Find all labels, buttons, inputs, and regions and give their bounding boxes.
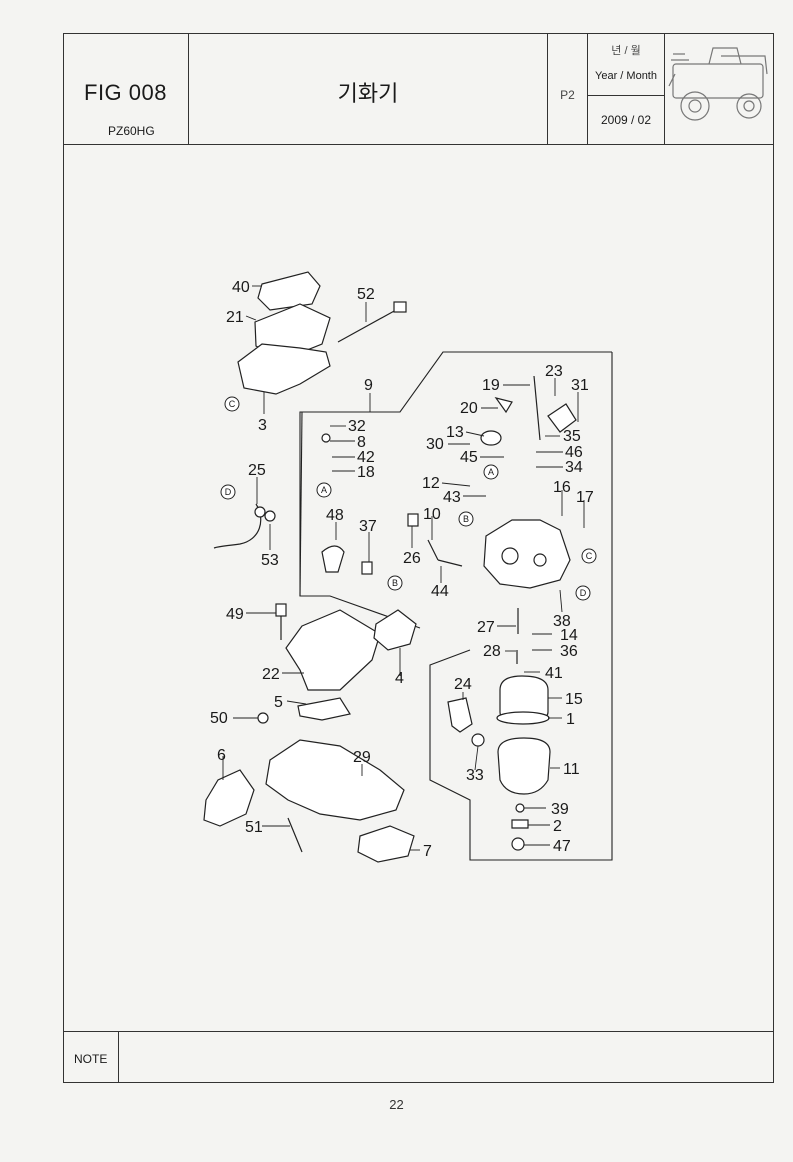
- page-number: 22: [389, 1097, 404, 1112]
- callout-b-right: B: [463, 514, 469, 524]
- callout-a-left: A: [321, 485, 327, 495]
- part-label: 41: [545, 665, 563, 682]
- part-label: 10: [423, 506, 441, 523]
- part-label: 5: [274, 694, 283, 711]
- part-label: 44: [431, 583, 449, 600]
- part-label: 49: [226, 606, 244, 623]
- part-label: 14: [560, 627, 578, 644]
- part-label: 19: [482, 377, 500, 394]
- part-label: 1: [566, 711, 575, 728]
- part-label: 27: [477, 619, 495, 636]
- part-label: 11: [563, 761, 580, 778]
- part-label: 12: [422, 475, 440, 492]
- part-label: 32: [348, 418, 366, 435]
- part-label: 22: [262, 666, 280, 683]
- part-label: 21: [226, 309, 244, 326]
- part-label: 39: [551, 801, 569, 818]
- part-label: 25: [248, 462, 266, 479]
- date-label-kr: 년 / 월: [611, 45, 641, 57]
- part-label: 7: [423, 843, 432, 860]
- part-label: 48: [326, 507, 344, 524]
- part-label: 15: [565, 691, 583, 708]
- part-label: 36: [560, 643, 578, 660]
- part-label: 34: [565, 459, 583, 476]
- part-labels: 40 21 52 3 9 23 19 31 20 35 13 30 46 45 …: [210, 279, 594, 860]
- part-label: 31: [571, 377, 589, 394]
- callout-letters: C A D A B B C D: [225, 399, 593, 598]
- part-label: 52: [357, 286, 375, 303]
- page-code: P2: [560, 88, 575, 102]
- callout-c-right: C: [586, 551, 593, 561]
- callout-d-left: D: [225, 487, 232, 497]
- part-label: 35: [563, 428, 581, 445]
- fig-label: FIG 008: [84, 80, 167, 105]
- part-label: 37: [359, 518, 377, 535]
- model-label: PZ60HG: [108, 124, 155, 138]
- callout-c-left: C: [229, 399, 236, 409]
- part-label: 9: [364, 377, 373, 394]
- part-label: 43: [443, 489, 461, 506]
- part-label: 51: [245, 819, 263, 836]
- page-title: 기화기: [337, 81, 399, 106]
- date-cell: 년 / 월 Year / Month 2009 / 02: [588, 34, 665, 144]
- leader-lines: [222, 285, 585, 851]
- note-row: NOTE: [64, 1031, 773, 1083]
- fig-cell: FIG 008 PZ60HG: [64, 34, 189, 144]
- part-label: 28: [483, 643, 501, 660]
- part-label: 2: [553, 818, 562, 835]
- part-label: 33: [466, 767, 484, 784]
- part-label: 46: [565, 444, 583, 461]
- callout-d-right: D: [580, 588, 587, 598]
- part-label: 26: [403, 550, 421, 567]
- tractor-thumbnail-icon: [668, 47, 768, 121]
- part-label: 40: [232, 279, 250, 296]
- sub-assembly-outline: [299, 351, 612, 629]
- part-label: 3: [258, 417, 267, 434]
- title-cell: 기화기: [189, 34, 548, 144]
- part-shapes: [203, 271, 577, 863]
- part-label: 53: [261, 552, 279, 569]
- part-label: 30: [426, 436, 444, 453]
- part-label: 4: [395, 670, 404, 687]
- part-label: 20: [460, 400, 478, 417]
- callout-a-right: A: [488, 467, 494, 477]
- page-frame: FIG 008 PZ60HG 기화기 P2 년 / 월 Year / Month…: [63, 33, 774, 1083]
- part-label: 24: [454, 676, 472, 693]
- date-label-en: Year / Month: [595, 70, 657, 82]
- date-value: 2009 / 02: [600, 113, 652, 127]
- part-label: 8: [357, 434, 366, 451]
- part-label: 45: [460, 449, 478, 466]
- part-label: 6: [217, 747, 226, 764]
- title-block: FIG 008 PZ60HG 기화기 P2 년 / 월 Year / Month…: [64, 34, 773, 145]
- part-label: 23: [545, 363, 563, 380]
- part-label: 42: [357, 449, 375, 466]
- page-code-cell: P2: [548, 34, 588, 144]
- part-label: 38: [553, 613, 571, 630]
- part-label: 16: [553, 479, 571, 496]
- part-label: 13: [446, 424, 464, 441]
- part-label: 29: [353, 749, 371, 766]
- part-label: 17: [576, 489, 594, 506]
- part-label: 50: [210, 710, 228, 727]
- part-label: 18: [357, 464, 375, 481]
- note-label: NOTE: [74, 1052, 108, 1066]
- thumbnail-cell: [665, 34, 775, 144]
- callout-circles: [220, 396, 597, 601]
- part-label: 47: [553, 838, 571, 855]
- callout-b-left: B: [392, 578, 398, 588]
